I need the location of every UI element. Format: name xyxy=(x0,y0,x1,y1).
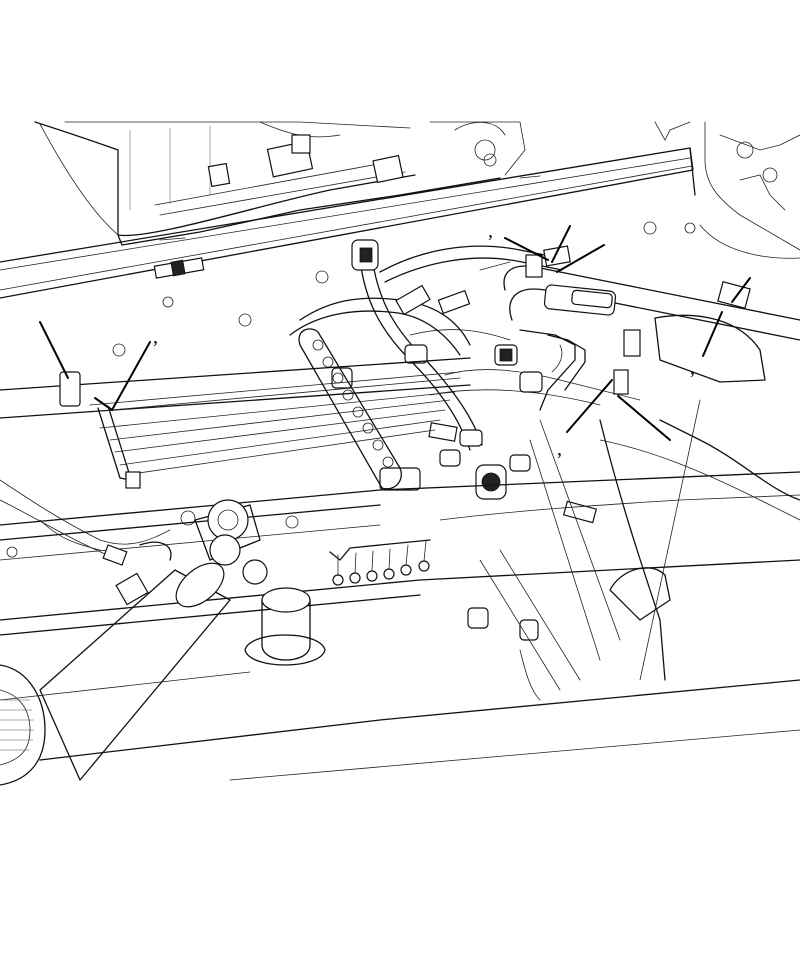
wire-harness-left xyxy=(0,479,172,566)
ground-terminals xyxy=(329,539,431,586)
leaf-spring xyxy=(0,343,471,489)
cab-body-outline xyxy=(34,121,526,246)
brake-line-harness xyxy=(289,245,800,451)
shock-absorber xyxy=(39,499,268,781)
frame-bottom xyxy=(0,549,800,781)
callout-leader-top-c xyxy=(556,244,605,273)
callout-mark-1: , xyxy=(153,326,158,348)
callout-leader-left-a xyxy=(39,321,69,379)
callout-mark-4: , xyxy=(557,438,562,460)
fan-shroud xyxy=(0,664,46,786)
callout-leader-top-a xyxy=(504,237,549,261)
callout-marks: , , , , xyxy=(153,220,695,460)
callout-leader-left-b xyxy=(94,341,151,412)
engine-bay-right xyxy=(643,121,800,383)
callout-leader-right-b xyxy=(702,311,723,357)
callout-mark-2: , xyxy=(488,220,493,242)
callout-leader-right-a xyxy=(731,277,751,303)
lower-frame-rail xyxy=(0,399,800,681)
callout-leader-mid-a xyxy=(566,379,613,433)
callout-mark-3: , xyxy=(690,357,695,379)
callout-leaders xyxy=(39,225,751,441)
tube-fitting xyxy=(244,587,326,666)
perforated-bracket xyxy=(298,328,402,490)
electrical-connectors xyxy=(162,239,598,641)
callout-leader-top-b xyxy=(551,225,571,263)
upper-frame-rail xyxy=(0,147,696,299)
callout-leader-mid-b xyxy=(617,395,671,441)
